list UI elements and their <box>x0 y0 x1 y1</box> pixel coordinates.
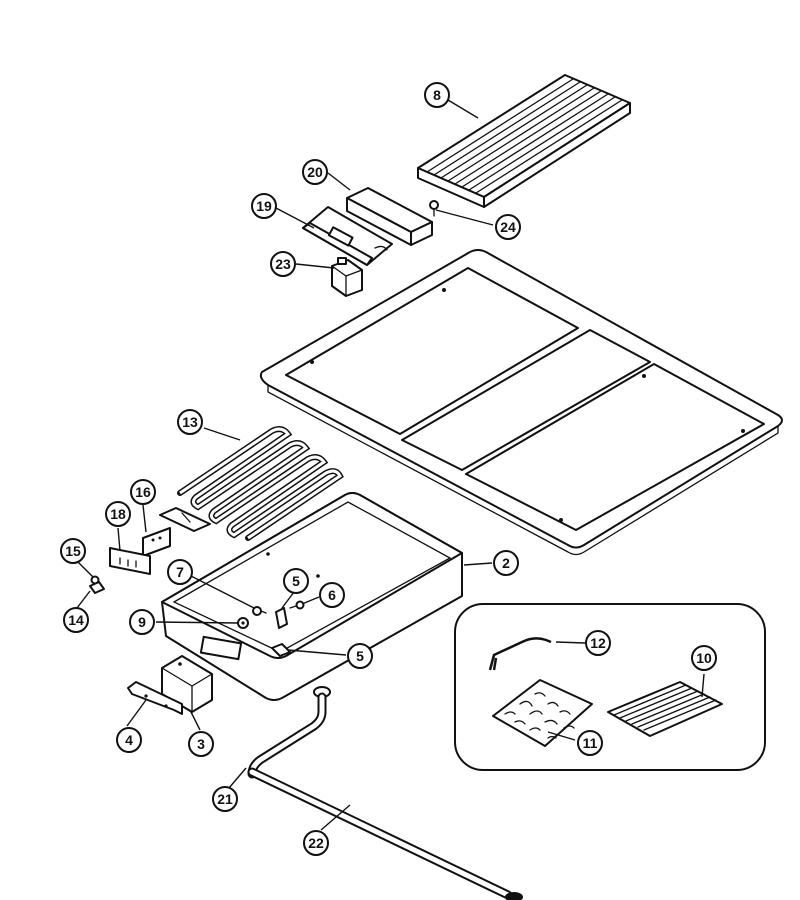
part-2-drip-pan <box>161 492 463 701</box>
callout-14: 14 <box>63 607 89 633</box>
part-6-screw <box>289 600 305 610</box>
callout-5-upper: 5 <box>283 568 309 594</box>
callout-11: 11 <box>577 730 603 756</box>
svg-text:14: 14 <box>68 612 84 628</box>
svg-text:5: 5 <box>292 573 300 589</box>
callout-8: 8 <box>424 82 450 108</box>
callout-22: 22 <box>303 830 329 856</box>
part-9-washer <box>237 617 249 629</box>
callout-23: 23 <box>270 251 296 277</box>
svg-text:24: 24 <box>500 219 516 235</box>
svg-text:18: 18 <box>110 506 126 522</box>
part-11-griddle-plate <box>492 679 593 747</box>
svg-text:10: 10 <box>696 650 712 666</box>
callout-19: 19 <box>251 193 277 219</box>
svg-text:22: 22 <box>308 835 324 851</box>
callout-20: 20 <box>302 159 328 185</box>
svg-text:9: 9 <box>138 614 146 630</box>
svg-text:8: 8 <box>433 87 441 103</box>
svg-text:2: 2 <box>502 555 510 571</box>
callout-16: 16 <box>130 479 156 505</box>
part-21-drain-tube <box>247 686 331 779</box>
callout-24: 24 <box>495 214 521 240</box>
svg-text:4: 4 <box>125 732 133 748</box>
callout-6: 6 <box>319 582 345 608</box>
cooktop-frame <box>259 249 783 556</box>
part-10-grill-grate <box>607 681 723 737</box>
part-14-clip <box>89 581 105 594</box>
svg-text:11: 11 <box>583 735 598 751</box>
svg-text:5: 5 <box>356 648 364 664</box>
callout-9: 9 <box>129 609 155 635</box>
svg-text:3: 3 <box>197 736 205 752</box>
callout-5-lower: 5 <box>347 643 373 669</box>
svg-text:16: 16 <box>135 484 151 500</box>
svg-text:7: 7 <box>176 564 184 580</box>
part-4-bracket <box>127 681 183 715</box>
svg-text:13: 13 <box>182 414 198 430</box>
part-24-screw <box>429 200 439 217</box>
accessories-inset <box>454 603 766 771</box>
callout-3: 3 <box>188 731 214 757</box>
part-22-rod <box>247 767 523 900</box>
callout-4: 4 <box>116 727 142 753</box>
part-12-wire-handle <box>488 637 552 671</box>
callout-15: 15 <box>60 538 86 564</box>
svg-text:6: 6 <box>328 587 336 603</box>
part-16-terminal <box>142 527 171 557</box>
leader-lines <box>76 99 705 831</box>
part-19-control-housing <box>302 206 393 266</box>
part-7-screw <box>252 606 267 616</box>
callout-12: 12 <box>585 630 611 656</box>
callout-21: 21 <box>212 786 238 812</box>
callout-2: 2 <box>493 550 519 576</box>
callout-7: 7 <box>167 559 193 585</box>
callout-18: 18 <box>105 501 131 527</box>
callout-13: 13 <box>177 409 203 435</box>
svg-text:19: 19 <box>256 198 272 214</box>
svg-text:21: 21 <box>217 791 233 807</box>
part-13-heating-element <box>159 426 344 541</box>
callout-10: 10 <box>691 645 717 671</box>
svg-text:12: 12 <box>590 635 606 651</box>
part-5-clip-upper <box>275 607 288 629</box>
part-20-bracket <box>346 187 433 246</box>
svg-text:15: 15 <box>65 543 81 559</box>
svg-text:23: 23 <box>275 256 291 272</box>
part-23-switch <box>331 257 363 297</box>
svg-text:20: 20 <box>307 164 323 180</box>
part-8-grate <box>417 74 631 208</box>
part-18-terminal-block <box>109 547 151 575</box>
